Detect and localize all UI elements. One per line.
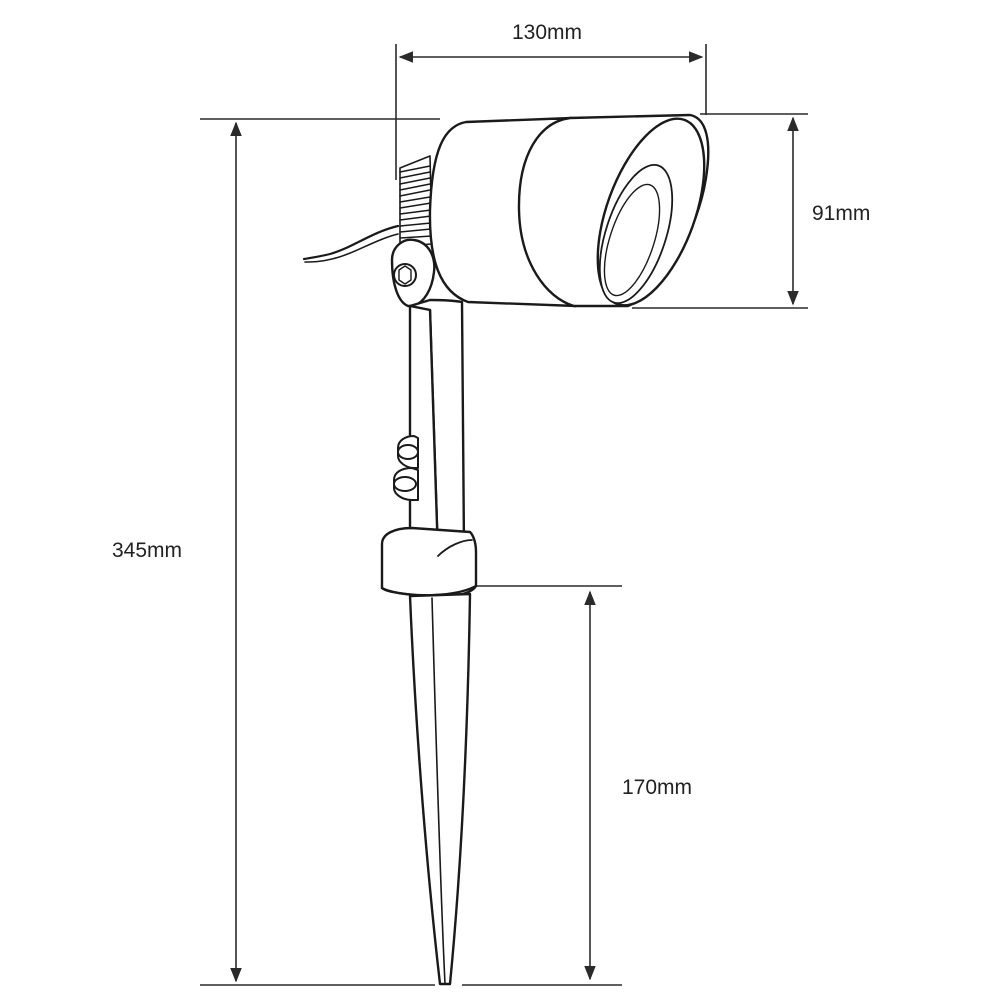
power-cable [302, 224, 400, 261]
lens-glass [603, 183, 661, 297]
cable-clips [393, 435, 419, 501]
stake-collar [380, 526, 478, 598]
collar-top [437, 539, 473, 557]
stake-length-dimension-label: 170mm [622, 776, 693, 799]
ground-stake [408, 592, 472, 986]
head-height-dimension-label: 91mm [812, 202, 871, 225]
pivot-bolt-hex [398, 265, 412, 285]
ground-stake-ridge [431, 597, 446, 985]
total-height-dimension-label: 345mm [112, 539, 183, 562]
power-cable-inner [304, 233, 399, 263]
dimension-lines [200, 44, 808, 986]
width-dimension-label: 130mm [512, 21, 583, 44]
spotlight [302, 113, 710, 986]
heat-sink-fins [399, 155, 433, 247]
